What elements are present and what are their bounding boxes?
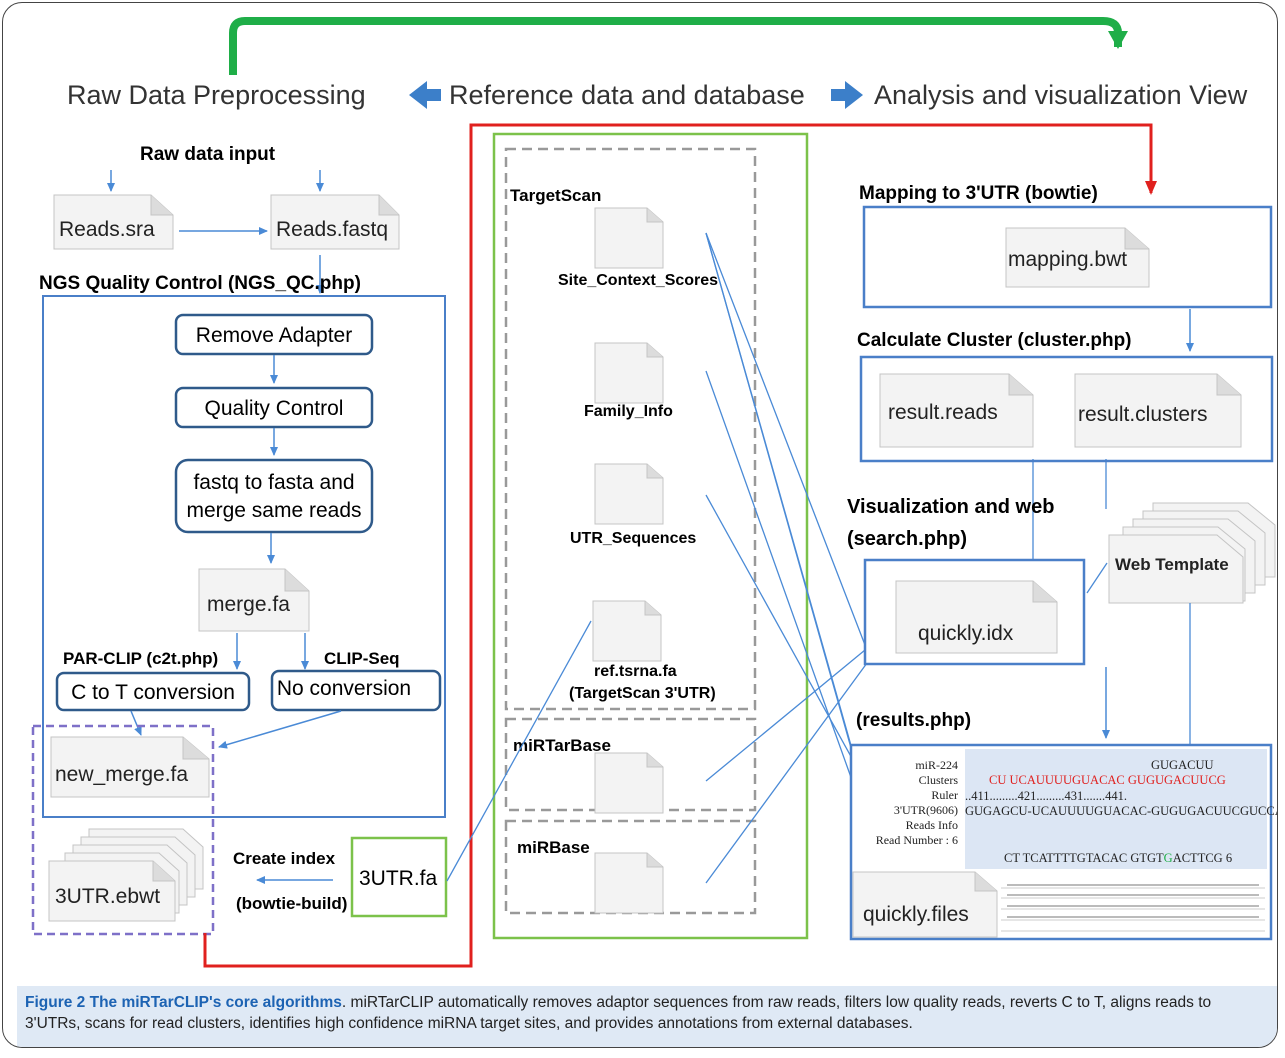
ref-tsrna-desc: (TargetScan 3'UTR)	[569, 685, 716, 702]
svg-text:merge.fa: merge.fa	[207, 593, 290, 616]
search-php-label: (search.php)	[847, 528, 967, 550]
svg-text:GUGACUU: GUGACUU	[1151, 758, 1214, 772]
svg-text:Web Template: Web Template	[1115, 555, 1229, 574]
svg-text:Reads.sra: Reads.sra	[59, 218, 155, 241]
svg-text:result.clusters: result.clusters	[1078, 403, 1208, 426]
targetscan-box	[504, 147, 757, 711]
quickly-files-file: quickly.files	[852, 871, 998, 938]
result-reads-file: result.reads	[879, 373, 1034, 448]
create-index-label: Create index	[233, 849, 336, 868]
analysis-title: Analysis and visualization View	[874, 80, 1248, 110]
qc-title: NGS Quality Control (NGS_QC.php)	[39, 273, 361, 294]
parclip-label: PAR-CLIP (c2t.php)	[63, 649, 218, 668]
ebwt-file-stack: 3UTR.ebwt	[48, 828, 204, 922]
mirbase-label: miRBase	[517, 838, 590, 857]
new-merge-file: new_merge.fa	[50, 736, 210, 798]
reference-box	[492, 132, 809, 940]
svg-text:quickly.files: quickly.files	[863, 903, 969, 926]
connector-lines	[446, 232, 1107, 884]
svg-text:3'UTR(9606): 3'UTR(9606)	[894, 803, 958, 817]
left-arrow-icon	[409, 81, 441, 109]
svg-text:result.reads: result.reads	[888, 401, 998, 424]
clipseq-label: CLIP-Seq	[324, 649, 400, 668]
svg-text:Clusters: Clusters	[919, 773, 959, 787]
svg-text:No conversion: No conversion	[277, 677, 411, 700]
reference-title: Reference data and database	[449, 80, 805, 110]
svg-text:merge same reads: merge same reads	[186, 499, 361, 522]
red-flow-line	[203, 123, 1157, 968]
targetscan-label: TargetScan	[510, 186, 601, 205]
cluster-box	[859, 355, 1274, 463]
svg-text:Quality Control: Quality Control	[205, 397, 344, 420]
results-title: (results.php)	[856, 710, 971, 731]
svg-text:3UTR.fa: 3UTR.fa	[359, 867, 438, 890]
remove-adapter-step	[174, 313, 374, 356]
alignment-row-labels: miR-224 Clusters Ruler 3'UTR(9606) Reads…	[876, 758, 959, 847]
bowtie-build-label: (bowtie-build)	[236, 894, 347, 913]
svg-text:fastq to fasta and: fastq to fasta and	[193, 471, 354, 494]
no-conversion-step	[270, 669, 442, 712]
caption-text: . miRTarCLIP automatically removes adapt…	[25, 994, 1212, 1032]
sequence-panel	[965, 749, 1267, 869]
svg-text:Ruler: Ruler	[931, 788, 958, 802]
ref-tsrna-fa: ref.tsrna.fa	[594, 663, 677, 680]
svg-text:Reads Info: Reads Info	[906, 818, 958, 832]
visualization-title: Visualization and web	[847, 496, 1054, 518]
utr-fa-box	[350, 836, 448, 918]
svg-text:Reads.fastq: Reads.fastq	[276, 218, 388, 241]
merge-fa-file: merge.fa	[198, 568, 310, 632]
green-flow-arrow	[229, 17, 1128, 75]
fastq-to-fasta-step	[174, 458, 374, 534]
svg-text:GUGAGCU-UCAUUUUGUACAC-GUGUGACU: GUGAGCU-UCAUUUUGUACAC-GUGUGACUUCGUCCAGU	[965, 804, 1278, 818]
svg-text:..411.........421.........431.: ..411.........421.........431.......441.	[965, 789, 1127, 803]
reads-fastq-file: Reads.fastq	[270, 194, 400, 250]
results-mini-table	[1001, 884, 1265, 932]
right-arrow-icon	[831, 81, 863, 109]
svg-text:new_merge.fa: new_merge.fa	[55, 763, 188, 786]
mapping-box	[862, 205, 1273, 309]
pipeline-diagram: Raw Data Preprocessing Reference data an…	[31, 17, 1278, 968]
mapping-bwt-file: mapping.bwt	[1005, 227, 1150, 288]
caption-title: Figure 2 The miRTarCLIP's core algorithm…	[25, 994, 342, 1011]
family-info: Family_Info	[584, 403, 673, 420]
cluster-title: Calculate Cluster (cluster.php)	[857, 330, 1132, 351]
svg-text:Remove Adapter: Remove Adapter	[196, 324, 352, 347]
reads-sra-file: Reads.sra	[53, 194, 174, 250]
svg-text:quickly.idx: quickly.idx	[918, 622, 1014, 645]
svg-text:CT TCATTTTGTACAC GTGTGACTTCG: CT TCATTTTGTACAC GTGTGACTTCG 6	[1004, 851, 1232, 865]
quality-control-step	[174, 386, 374, 429]
svg-text:Read Number : 6: Read Number : 6	[876, 833, 958, 847]
web-template-stack: Web Template	[1108, 502, 1276, 604]
svg-text:CU UCAUUUUGUACAC GUGUGACUUCG: CU UCAUUUUGUACAC GUGUGACUUCG	[989, 773, 1226, 787]
svg-text:miR-224: miR-224	[915, 758, 958, 772]
figure-caption: Figure 2 The miRTarCLIP's core algorithm…	[17, 986, 1277, 1047]
svg-text:C to T conversion: C to T conversion	[71, 681, 235, 704]
svg-text:mapping.bwt: mapping.bwt	[1008, 248, 1127, 271]
alignment-sequences: GUGACUU CU UCAUUUUGUACAC GUGUGACUUCG ..4…	[965, 758, 1278, 865]
raw-data-input-label: Raw data input	[140, 144, 276, 165]
utr-sequences: UTR_Sequences	[570, 530, 696, 547]
result-clusters-file: result.clusters	[1074, 373, 1242, 448]
site-context-scores: Site_Context_Scores	[558, 272, 718, 289]
svg-text:3UTR.ebwt: 3UTR.ebwt	[55, 885, 160, 908]
c-to-t-step	[55, 671, 251, 712]
mirtarbase-label: miRTarBase	[513, 736, 611, 755]
quickly-idx-file: quickly.idx	[895, 580, 1058, 654]
qc-box	[42, 295, 446, 818]
mapping-title: Mapping to 3'UTR (bowtie)	[859, 183, 1098, 204]
raw-preprocessing-title: Raw Data Preprocessing	[67, 80, 366, 110]
